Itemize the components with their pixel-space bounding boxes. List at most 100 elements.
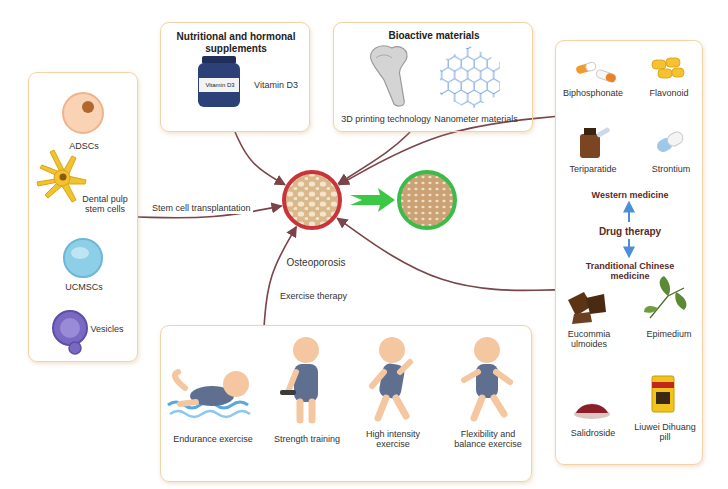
dental-pulp-cell bbox=[60, 174, 67, 181]
liuwei-pill-box bbox=[652, 376, 674, 412]
epimedium-leaf bbox=[660, 276, 670, 296]
balance-figure bbox=[464, 372, 510, 382]
heading-label: Nutritional and hormonal supplements bbox=[166, 31, 306, 54]
ucmsc-cell bbox=[71, 247, 89, 259]
liuwei-pill-box bbox=[652, 382, 674, 388]
epimedium-leaf bbox=[644, 306, 658, 313]
item-label: Osteoporosis bbox=[266, 257, 366, 269]
osteoporosis-circle: Osteoporosis bbox=[282, 170, 342, 230]
edge-label: Exercise therapy bbox=[278, 291, 349, 302]
vitamin-bottle bbox=[202, 56, 236, 64]
adsc-cell bbox=[82, 101, 94, 113]
balance-figure bbox=[474, 398, 504, 418]
drug-therapy-panel: BiphosphonateFlavonoidTeriparatideStront… bbox=[555, 40, 703, 465]
item-label: Liuwei Dihuang pill bbox=[628, 422, 702, 443]
item-label: Eucommia ulmoides bbox=[557, 329, 621, 350]
dental-pulp-cell bbox=[54, 170, 70, 186]
epimedium-leaf bbox=[644, 276, 686, 318]
heading-label: Bioactive materials bbox=[344, 30, 524, 42]
liuwei-pill-box bbox=[652, 376, 674, 412]
item-label: ADSCs bbox=[39, 141, 129, 151]
strength-figure bbox=[280, 390, 296, 395]
flavonoid-capsules bbox=[658, 69, 672, 78]
connector-arrow bbox=[264, 227, 296, 325]
swimmer-figure bbox=[223, 371, 249, 397]
connector-arrow bbox=[235, 132, 285, 185]
running-figure bbox=[379, 337, 405, 363]
biphosphonate-pills bbox=[585, 62, 597, 72]
item-label: Epimedium bbox=[637, 329, 701, 339]
adsc-cell bbox=[63, 93, 103, 133]
strength-figure bbox=[280, 337, 319, 420]
teriparatide-bottle bbox=[580, 134, 600, 158]
category-box: Bioactive materials3D printing technolog… bbox=[333, 22, 533, 132]
printed-femur bbox=[376, 55, 392, 58]
edge-label: Stem cell transplantation bbox=[150, 203, 253, 214]
swimmer-figure bbox=[168, 371, 250, 417]
biphosphonate-pills bbox=[605, 72, 617, 83]
nano-honeycomb bbox=[440, 46, 500, 110]
recovery-arrow bbox=[350, 188, 395, 212]
category-box: Nutritional and hormonal supplementsVita… bbox=[160, 22, 310, 132]
balance-figure bbox=[474, 337, 500, 363]
item-label: Endurance exercise bbox=[167, 434, 259, 444]
flavonoid-capsules bbox=[666, 58, 680, 67]
printed-femur bbox=[371, 46, 407, 106]
eucommia-bark bbox=[568, 292, 606, 324]
heading-label: Western medicine bbox=[565, 190, 695, 200]
item-label: Strength training bbox=[265, 434, 349, 444]
biphosphonate-pills bbox=[575, 62, 596, 75]
exercise-panel: Endurance exercise Strength training High … bbox=[160, 325, 532, 482]
eucommia-bark bbox=[586, 294, 606, 314]
vitamin-bottle bbox=[199, 78, 239, 92]
ucmsc-cell bbox=[64, 239, 102, 277]
osteoporotic-bone bbox=[284, 172, 340, 228]
vesicle bbox=[53, 311, 87, 345]
flavonoid-capsules bbox=[672, 68, 684, 77]
balance-figure bbox=[464, 337, 510, 418]
salidroside-powder bbox=[574, 404, 610, 419]
biphosphonate-pills bbox=[575, 62, 616, 84]
liuwei-pill-box bbox=[656, 392, 670, 404]
connector-arrow bbox=[338, 132, 410, 184]
swimmer-figure bbox=[175, 372, 185, 388]
item-label: High intensity exercise bbox=[357, 429, 429, 450]
ucmsc-cell bbox=[64, 239, 102, 277]
drug-branch-arrows bbox=[628, 239, 630, 256]
item-label: Vitamin D3 bbox=[200, 82, 240, 89]
item-label: Strontium bbox=[640, 164, 702, 174]
strength-figure bbox=[300, 402, 312, 420]
eucommia-bark bbox=[572, 312, 592, 324]
vesicle bbox=[53, 311, 87, 354]
item-label: Vesicles bbox=[82, 324, 132, 334]
dental-pulp-cell bbox=[37, 150, 86, 202]
item-label: Teriparatide bbox=[557, 164, 629, 174]
running-figure bbox=[378, 398, 406, 418]
connector-arrow bbox=[337, 218, 555, 290]
dental-pulp-cell bbox=[37, 150, 86, 202]
salidroside-powder bbox=[576, 404, 608, 413]
item-label: UCMSCs bbox=[39, 282, 129, 292]
teriparatide-bottle bbox=[580, 127, 611, 158]
vesicle bbox=[69, 342, 81, 354]
item-label: Salidroside bbox=[557, 428, 629, 438]
item-label: Flexibility and balance exercise bbox=[446, 429, 530, 450]
stem-cell-panel: ADSCsDental pulp stem cellsUCMSCsVesicle… bbox=[28, 72, 138, 362]
item-label: Dental pulp stem cells bbox=[74, 194, 136, 215]
strontium-capsule bbox=[655, 130, 685, 154]
strength-figure bbox=[288, 372, 296, 392]
adsc-cell bbox=[63, 93, 103, 133]
running-figure bbox=[372, 337, 410, 418]
teriparatide-bottle bbox=[584, 128, 596, 135]
strength-figure bbox=[293, 337, 319, 363]
balance-figure bbox=[476, 364, 498, 398]
swimmer-figure bbox=[180, 402, 196, 404]
item-label: Vitamin D3 bbox=[246, 80, 306, 90]
vesicle bbox=[60, 318, 80, 338]
item-label: Flavonoid bbox=[638, 88, 700, 98]
nano-honeycomb bbox=[440, 46, 500, 110]
connector-arrow bbox=[339, 117, 555, 185]
swimmer-figure bbox=[170, 411, 250, 417]
